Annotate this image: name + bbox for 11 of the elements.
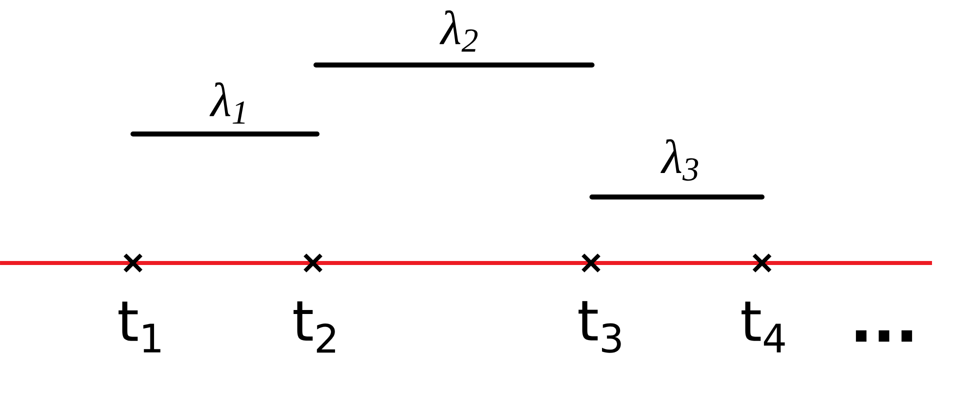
rate-label: λ$_{2}$ bbox=[440, 10, 478, 52]
rate-label: λ$_{3}$ bbox=[660, 139, 698, 181]
time-label: t$_{2}$ bbox=[294, 301, 336, 353]
rate-label: λ$_{1}$ bbox=[210, 82, 245, 124]
time-label: t$_{4}$ bbox=[742, 302, 785, 352]
interval-bar bbox=[130, 132, 320, 136]
interval-bar bbox=[590, 194, 764, 200]
ellipsis-label: ... bbox=[856, 330, 912, 342]
interval-bar bbox=[314, 62, 594, 68]
time-label: t$_{3}$ bbox=[578, 301, 621, 353]
time-label: t$_{1}$ bbox=[118, 302, 160, 352]
